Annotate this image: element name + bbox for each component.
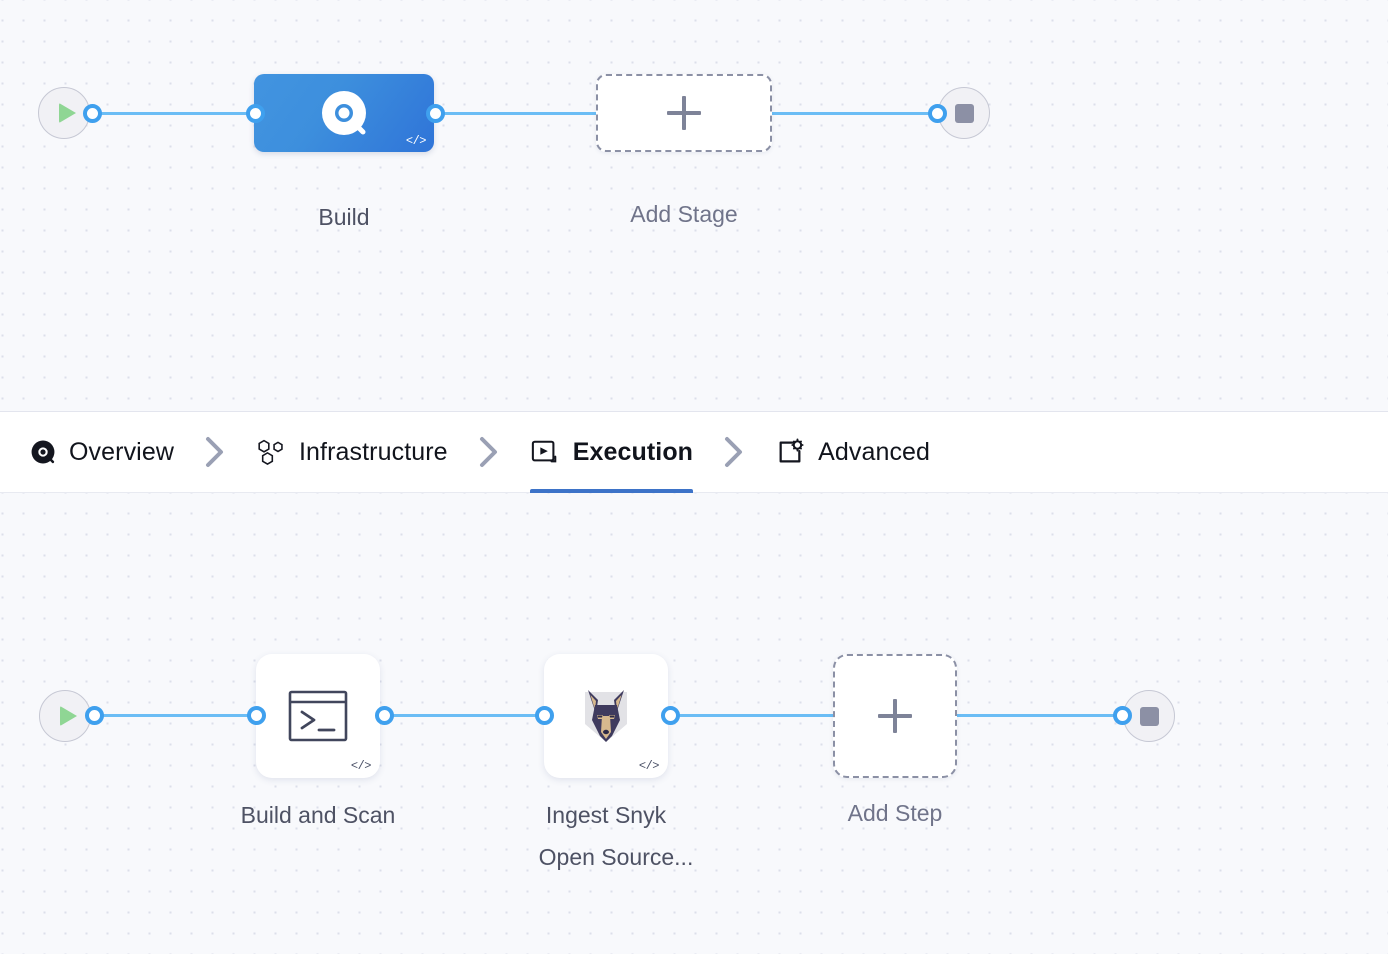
chevron-right-icon xyxy=(478,435,500,469)
stage-port-build-out[interactable] xyxy=(426,104,445,123)
step-label-ingest-snyk-line1: Ingest Snyk xyxy=(545,802,667,828)
add-step-label: Add Step xyxy=(847,800,943,826)
stage-canvas[interactable]: </> Build Add Stage xyxy=(0,0,1388,411)
stage-config-tabs: Overview Infrastructure Exec xyxy=(0,411,1388,493)
tab-overview-label: Overview xyxy=(69,437,174,466)
step-label-build-and-scan: Build and Scan xyxy=(240,802,396,828)
step-start-node[interactable] xyxy=(39,690,91,742)
terminal-icon xyxy=(288,690,348,742)
step-wire-start-to-buildscan xyxy=(90,714,268,717)
code-badge: </> xyxy=(638,759,660,773)
tab-execution-label: Execution xyxy=(572,437,694,466)
tab-execution[interactable]: Execution xyxy=(529,412,694,493)
hexagon-cluster-icon xyxy=(256,438,286,466)
add-stage-node[interactable] xyxy=(596,74,772,152)
stage-label-build: Build xyxy=(318,204,370,230)
step-wire-snyk-to-addstep xyxy=(667,714,845,717)
step-wire-addstep-to-end xyxy=(955,714,1135,717)
step-port-buildscan-out[interactable] xyxy=(375,706,394,725)
add-stage-label: Add Stage xyxy=(630,201,738,227)
tab-overview[interactable]: Overview xyxy=(30,412,174,492)
overview-circle-icon xyxy=(30,439,56,465)
code-badge: </> xyxy=(405,134,427,148)
stage-port-build-in[interactable] xyxy=(246,104,265,123)
tab-advanced-label: Advanced xyxy=(818,437,931,466)
add-step-node[interactable] xyxy=(833,654,957,778)
plus-icon xyxy=(667,96,701,130)
step-port-snyk-out[interactable] xyxy=(661,706,680,725)
step-port-start-out[interactable] xyxy=(85,706,104,725)
tab-infrastructure-label: Infrastructure xyxy=(299,437,448,466)
snyk-dog-icon xyxy=(585,690,627,742)
step-node-ingest-snyk-open-source[interactable]: </> xyxy=(544,654,668,778)
stage-wire-build-to-addstage xyxy=(430,112,608,115)
chevron-right-icon xyxy=(723,435,745,469)
play-box-icon xyxy=(530,438,560,466)
step-port-snyk-in[interactable] xyxy=(535,706,554,725)
step-node-build-and-scan[interactable]: </> xyxy=(256,654,380,778)
pipeline-start-node[interactable] xyxy=(38,87,90,139)
step-port-buildscan-in[interactable] xyxy=(247,706,266,725)
step-label-ingest-snyk-line2: Open Source... xyxy=(538,844,694,870)
stage-wire-addstage-to-end xyxy=(765,112,945,115)
stage-node-build[interactable]: </> xyxy=(254,74,434,152)
play-icon xyxy=(59,706,77,726)
gear-corner-icon xyxy=(775,438,805,466)
step-end-node[interactable] xyxy=(1123,690,1175,742)
stage-wire-start-to-build xyxy=(88,112,264,115)
step-wire-buildscan-to-snyk xyxy=(380,714,555,717)
step-port-end-in[interactable] xyxy=(1113,706,1132,725)
plus-icon xyxy=(878,699,912,733)
stage-port-start-out[interactable] xyxy=(83,104,102,123)
chevron-right-icon xyxy=(204,435,226,469)
stage-port-end-in[interactable] xyxy=(928,104,947,123)
stop-icon xyxy=(954,103,974,123)
tab-advanced[interactable]: Advanced xyxy=(775,412,930,492)
ci-build-icon xyxy=(322,91,366,135)
step-canvas[interactable]: </> Build and Scan </> Ingest S xyxy=(0,493,1388,954)
tab-infrastructure[interactable]: Infrastructure xyxy=(256,412,448,492)
stop-icon xyxy=(1139,706,1159,726)
code-badge: </> xyxy=(350,759,372,773)
play-icon xyxy=(58,103,76,123)
